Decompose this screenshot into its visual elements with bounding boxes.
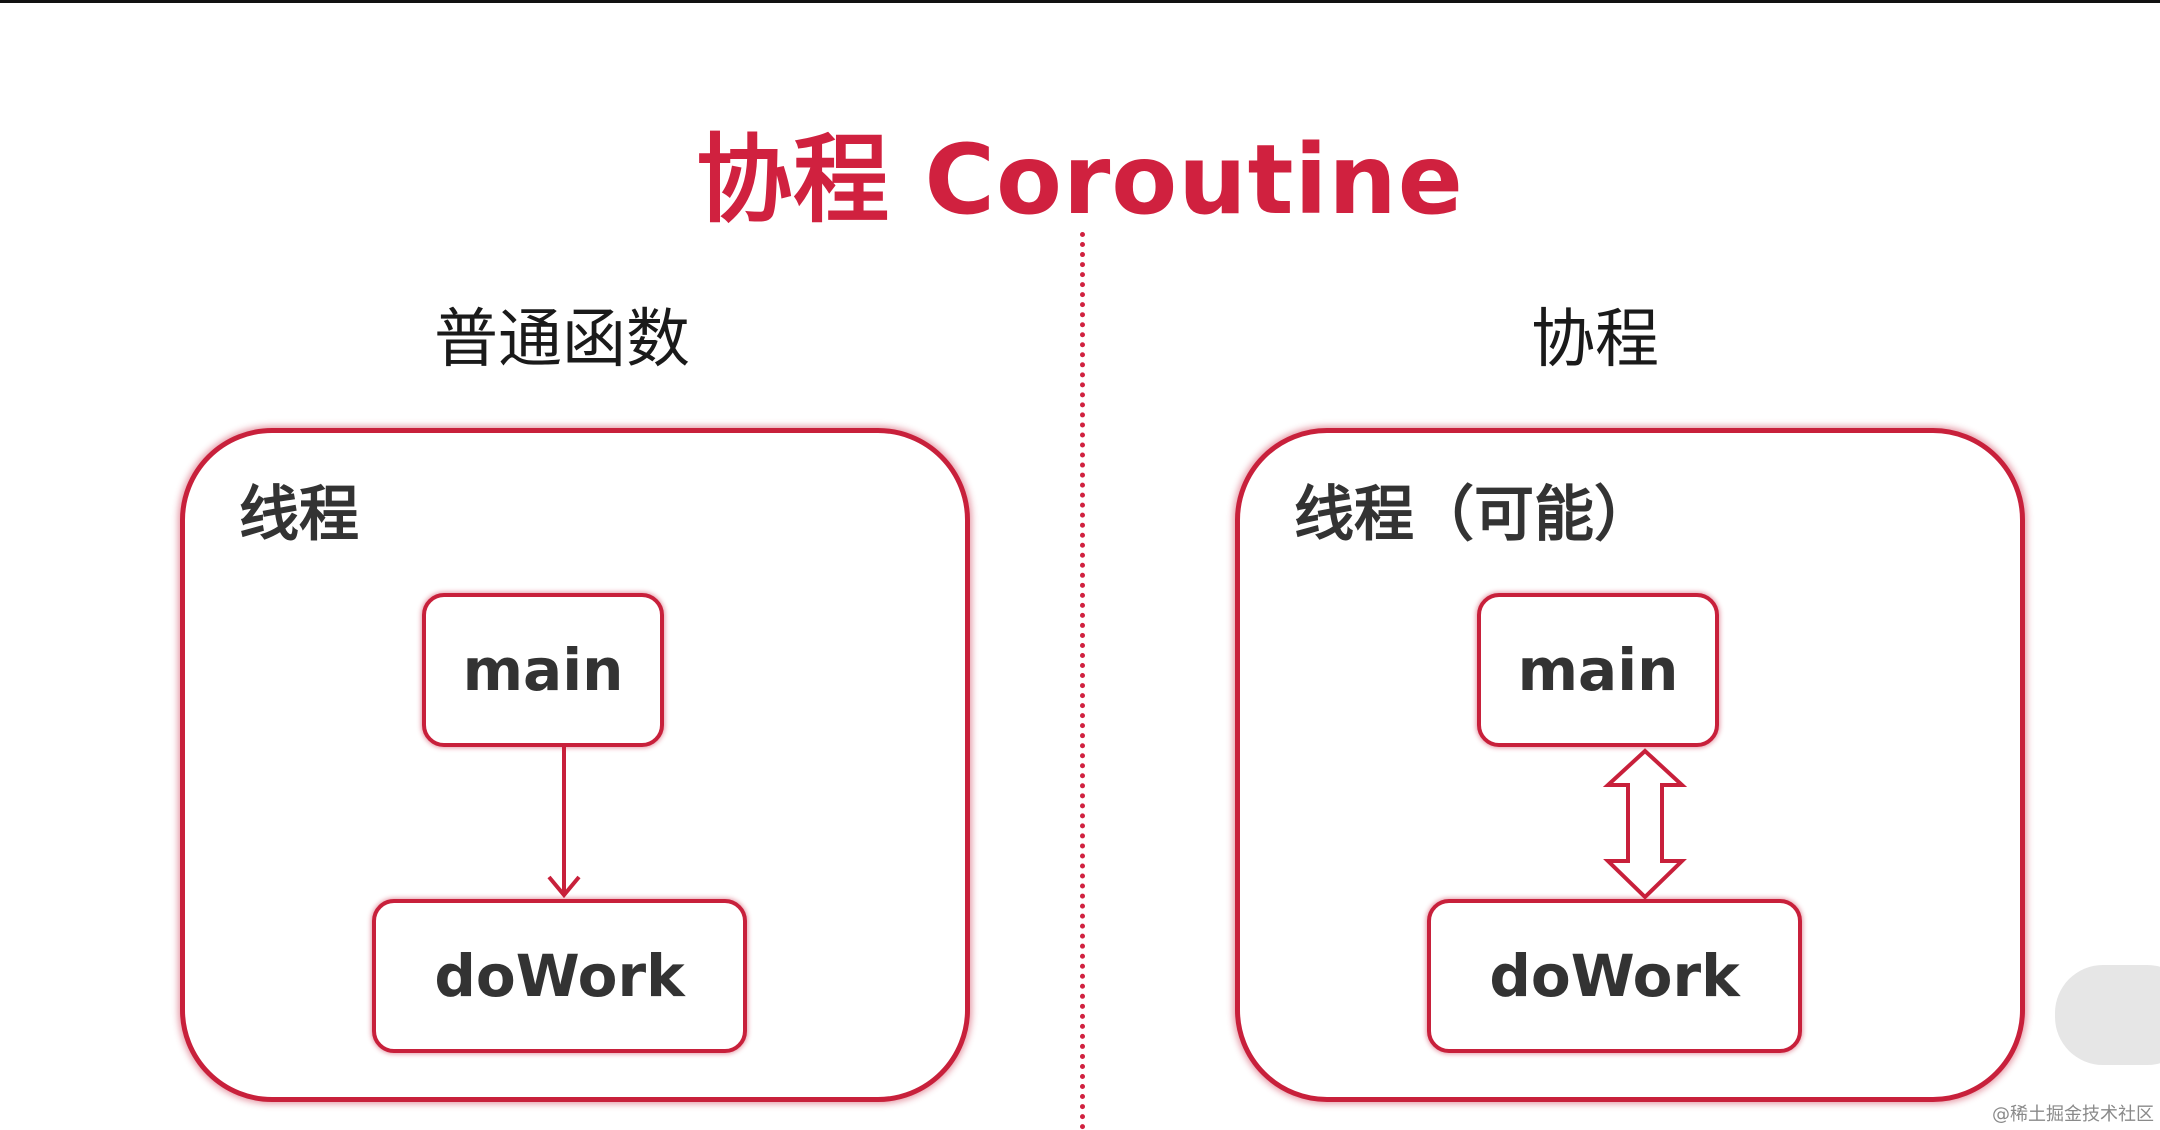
- floating-scroll-handle[interactable]: [2055, 965, 2160, 1065]
- right-main-node: main: [1477, 593, 1719, 747]
- left-call-arrow: [547, 747, 581, 899]
- left-main-node: main: [422, 593, 664, 747]
- right-thread-label: 线程（可能）: [1294, 480, 1654, 550]
- right-double-arrow: [1602, 748, 1688, 900]
- left-column-heading: 普通函数: [434, 303, 690, 377]
- right-dowork-label: doWork: [1489, 942, 1740, 1010]
- left-thread-panel: 线程 main doWork: [180, 428, 970, 1102]
- right-thread-panel: 线程（可能） main doWork: [1235, 428, 2025, 1102]
- left-thread-label: 线程: [239, 480, 359, 550]
- left-arrow-head: [547, 875, 581, 899]
- watermark: @稀土掘金技术社区: [1992, 1104, 2154, 1125]
- top-border: [0, 0, 2160, 3]
- right-double-arrow-shape: [1602, 748, 1688, 900]
- left-dowork-label: doWork: [434, 942, 685, 1010]
- right-dowork-node: doWork: [1427, 899, 1802, 1053]
- slide-title: 协程 Coroutine: [696, 124, 1464, 236]
- right-column-heading: 协程: [1531, 303, 1659, 377]
- center-divider: [1080, 232, 1085, 1130]
- right-main-label: main: [1517, 636, 1679, 704]
- left-dowork-node: doWork: [372, 899, 747, 1053]
- left-main-label: main: [462, 636, 624, 704]
